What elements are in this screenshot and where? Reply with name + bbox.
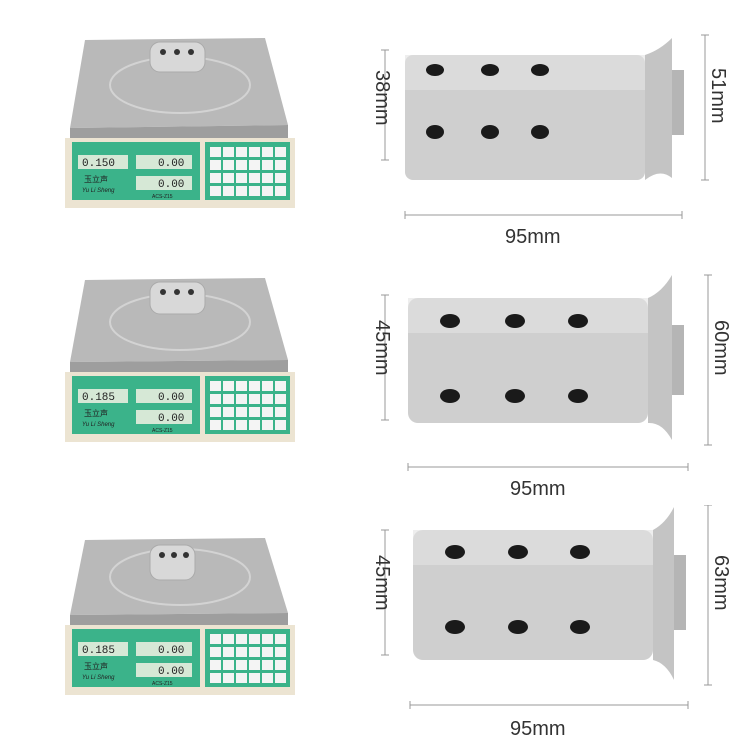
inner-diameter-label: 45mm: [371, 555, 393, 611]
scale-photo: 0.150 0.00 0.00 玉立声 Yu Li Sheng ACS-Z15: [60, 30, 300, 240]
svg-text:玉立声: 玉立声: [84, 174, 108, 184]
svg-text:Yu Li Sheng: Yu Li Sheng: [82, 422, 115, 428]
svg-text:Yu Li Sheng: Yu Li Sheng: [82, 675, 115, 681]
flange-diameter-label: 51mm: [707, 68, 729, 124]
tube-holes: [440, 314, 588, 403]
inner-diameter-label: 38mm: [371, 70, 393, 126]
muffler-on-scale: [149, 544, 196, 581]
length-label: 95mm: [505, 226, 561, 248]
svg-text:Yu Li Sheng: Yu Li Sheng: [82, 188, 115, 194]
svg-text:ACS-Z15: ACS-Z15: [152, 681, 173, 687]
tube-holes: [426, 64, 549, 139]
weight-display: [78, 642, 128, 656]
weight-display: [78, 389, 128, 403]
svg-text:0.00: 0.00: [158, 158, 184, 170]
weight-readout: 0.185: [82, 645, 115, 657]
product-row-1: 0.150 0.00 0.00 玉立声 Yu Li Sheng ACS-Z15 …: [0, 30, 750, 275]
svg-text:玉立声: 玉立声: [84, 408, 108, 418]
weight-readout: 0.150: [82, 158, 115, 170]
muffler-on-scale: [149, 41, 206, 73]
scale-platform: [70, 38, 288, 128]
scale-display-panel: [72, 142, 200, 200]
svg-text:0.00: 0.00: [158, 645, 184, 657]
muffler-on-scale: [149, 281, 206, 315]
product-row-2: 0.185 0.00 0.00 玉立声 Yu Li Sheng ACS-Z15 …: [0, 270, 750, 515]
svg-text:ACS-Z15: ACS-Z15: [152, 194, 173, 200]
product-row-3: 0.185 0.00 0.00 玉立声 Yu Li Sheng ACS-Z15 …: [0, 505, 750, 750]
svg-text:ACS-Z15: ACS-Z15: [152, 428, 173, 434]
keypad: [210, 634, 286, 683]
scale-photo: 0.185 0.00 0.00 玉立声 Yu Li Sheng ACS-Z15: [60, 505, 300, 715]
length-label: 95mm: [510, 478, 566, 495]
keypad: [210, 381, 286, 430]
muffler-flange: [648, 275, 672, 440]
svg-text:0.00: 0.00: [158, 179, 184, 191]
svg-text:玉立声: 玉立声: [84, 661, 108, 671]
weight-readout: 0.185: [82, 392, 115, 404]
scale-display-panel: [72, 629, 200, 687]
muffler-flange: [653, 507, 674, 680]
flange-diameter-label: 63mm: [710, 555, 732, 611]
muffler-dimension-drawing: 38mm 51mm 95mm: [350, 30, 750, 275]
inner-diameter-label: 45mm: [371, 320, 393, 376]
weight-display: [78, 155, 128, 169]
flange-diameter-label: 60mm: [710, 320, 732, 376]
muffler-flange: [645, 38, 672, 180]
tube-holes: [445, 545, 590, 634]
muffler-dimension-drawing: 45mm 63mm 95mm: [350, 505, 750, 750]
svg-text:0.00: 0.00: [158, 666, 184, 678]
muffler-dimension-drawing: 45mm 60mm 95mm: [350, 270, 750, 515]
svg-text:0.00: 0.00: [158, 413, 184, 425]
length-label: 95mm: [510, 718, 566, 740]
keypad: [210, 147, 286, 196]
svg-text:0.00: 0.00: [158, 392, 184, 404]
scale-display-panel: [72, 376, 200, 434]
scale-photo: 0.185 0.00 0.00 玉立声 Yu Li Sheng ACS-Z15: [60, 270, 300, 480]
